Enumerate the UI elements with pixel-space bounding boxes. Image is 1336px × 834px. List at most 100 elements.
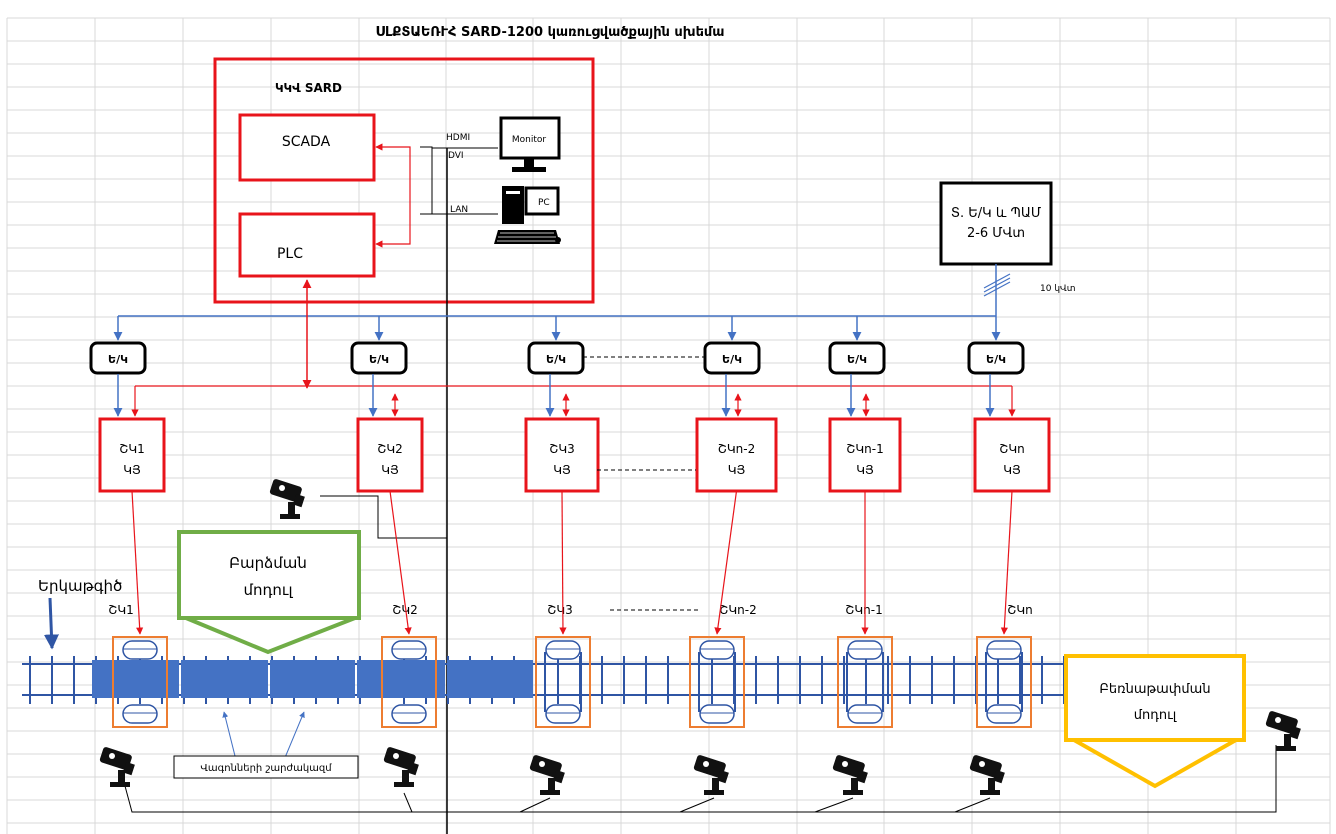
voltage-label: 10 կՎտ: [1040, 284, 1076, 294]
scada-box: [238, 113, 376, 182]
wheelset-frame: [689, 636, 745, 728]
cabinet-sublabel: ԿՅ: [856, 463, 874, 477]
cabinet-track-link: [559, 490, 567, 635]
cabinet-box: [828, 417, 902, 493]
cabinet-label: ՇԿ1: [119, 442, 145, 456]
wheelset-frame: [381, 636, 437, 728]
wheel-icon: [847, 704, 883, 724]
loading-module: [177, 530, 361, 655]
wagon-train: [92, 660, 533, 698]
cabinet-box: [98, 417, 166, 493]
cabinet-sublabel: ԿՅ: [553, 463, 571, 477]
wheel-icon: [986, 704, 1022, 724]
power-node-box: [527, 341, 585, 375]
wheel-icon: [122, 640, 158, 660]
cabinet-track-link: [1000, 490, 1013, 635]
wagon-label-box: [173, 755, 359, 779]
track-position-label: ՇԿn-2: [719, 603, 756, 617]
substation-line1: Տ. Ե/Կ և ՊԱՄ: [951, 206, 1041, 221]
wheel-icon: [545, 640, 581, 660]
wheel-icon: [122, 704, 158, 724]
power-node-label: Ե/Կ: [369, 353, 389, 366]
camera-link: [954, 797, 991, 813]
camera-icon: [693, 754, 729, 795]
power-node-box: [703, 341, 761, 375]
three-phase-mark: [983, 273, 1011, 297]
wheel-icon: [986, 640, 1022, 660]
monitor-label: Monitor: [512, 135, 547, 145]
camera-icon: [969, 754, 1005, 795]
track-position-label: ՇԿ3: [547, 603, 573, 617]
camera-icon: [383, 746, 419, 787]
power-node-label: Ե/Կ: [722, 353, 742, 366]
cabinet-track-link: [131, 490, 144, 635]
cabinet-sublabel: ԿՅ: [1003, 463, 1021, 477]
cabinet-box: [524, 417, 600, 493]
wheel-icon: [391, 640, 427, 660]
power-node-label: Ե/Կ: [108, 353, 128, 366]
cabinet-label: ՇԿn: [999, 442, 1024, 456]
power-node-box: [828, 341, 886, 375]
monitor-link: [420, 146, 498, 149]
track-position-label: ՇԿn: [1007, 603, 1032, 617]
track-position-label: ՇԿ1: [108, 603, 134, 617]
wheelset-frame: [535, 636, 591, 728]
camera-link: [403, 792, 413, 813]
scada-label: SCADA: [282, 134, 331, 150]
track-position-label: ՇԿn-1: [845, 603, 882, 617]
rail-pointer: [43, 597, 59, 650]
plc-box: [238, 212, 376, 278]
unloading-module-line2: մոդուլ: [1134, 708, 1177, 723]
monitor-icon: [499, 116, 561, 172]
track-position-label: ՇԿ2: [392, 603, 418, 617]
wheel-icon: [699, 640, 735, 660]
loading-module-line2: մոդուլ: [243, 581, 293, 599]
camera-icon: [269, 478, 305, 519]
cabinet-track-link: [389, 490, 412, 635]
control-room-frame: [213, 57, 595, 304]
pc-icon: [494, 186, 561, 244]
power-node-box: [89, 341, 147, 375]
control-room-label: ԿԿՎ SARD: [275, 81, 342, 95]
power-node-label: Ե/Կ: [847, 353, 867, 366]
camera-link: [519, 797, 551, 813]
power-node-box: [967, 341, 1025, 375]
diagram-title: ՍԼՔՏԱԵՌՒՀ SARD-1200 կառուցվածքային սխեմա: [376, 25, 725, 40]
power-node-box: [350, 341, 408, 375]
substation-box: [939, 181, 1053, 266]
unloading-module-line1: Բեռնաթափման: [1099, 682, 1210, 697]
wagon-label: Վագոնների շարժակազմ: [200, 763, 332, 774]
cabinet-label: ՇԿ2: [377, 442, 403, 456]
cabinet-track-link: [714, 490, 738, 635]
hdmi-label: HDMI: [446, 133, 470, 143]
camera-link: [679, 797, 715, 813]
wheel-icon: [391, 704, 427, 724]
camera-icon: [529, 754, 565, 795]
cabinet-sublabel: ԿՅ: [381, 463, 399, 477]
dvi-label: DVI: [448, 151, 464, 161]
cabinet-label: ՇԿ3: [549, 442, 575, 456]
loading-module-line1: Բարձման: [229, 554, 307, 572]
camera-icon: [99, 746, 135, 787]
substation-line2: 2-6 ՄՎտ: [967, 226, 1025, 241]
camera-bus: [124, 745, 1277, 813]
wheelset-frame: [976, 636, 1032, 728]
camera-link: [814, 797, 854, 813]
wheelset-frame: [112, 636, 168, 728]
rail-label: Երկաթգիծ: [38, 577, 122, 595]
cabinet-label: ՇԿn-2: [718, 442, 755, 456]
wheelset-frame: [837, 636, 893, 728]
wheel-icon: [699, 704, 735, 724]
cabinet-sublabel: ԿՅ: [728, 463, 746, 477]
scada-plc-link: [375, 143, 411, 248]
plc-label: PLC: [277, 246, 303, 262]
railway-track: [22, 663, 1080, 696]
pc-label: PC: [538, 198, 550, 208]
lan-label: LAN: [450, 205, 468, 215]
unloading-module: [1064, 654, 1246, 789]
camera-icon: [832, 754, 868, 795]
wheel-icon: [545, 704, 581, 724]
wheel-icon: [847, 640, 883, 660]
